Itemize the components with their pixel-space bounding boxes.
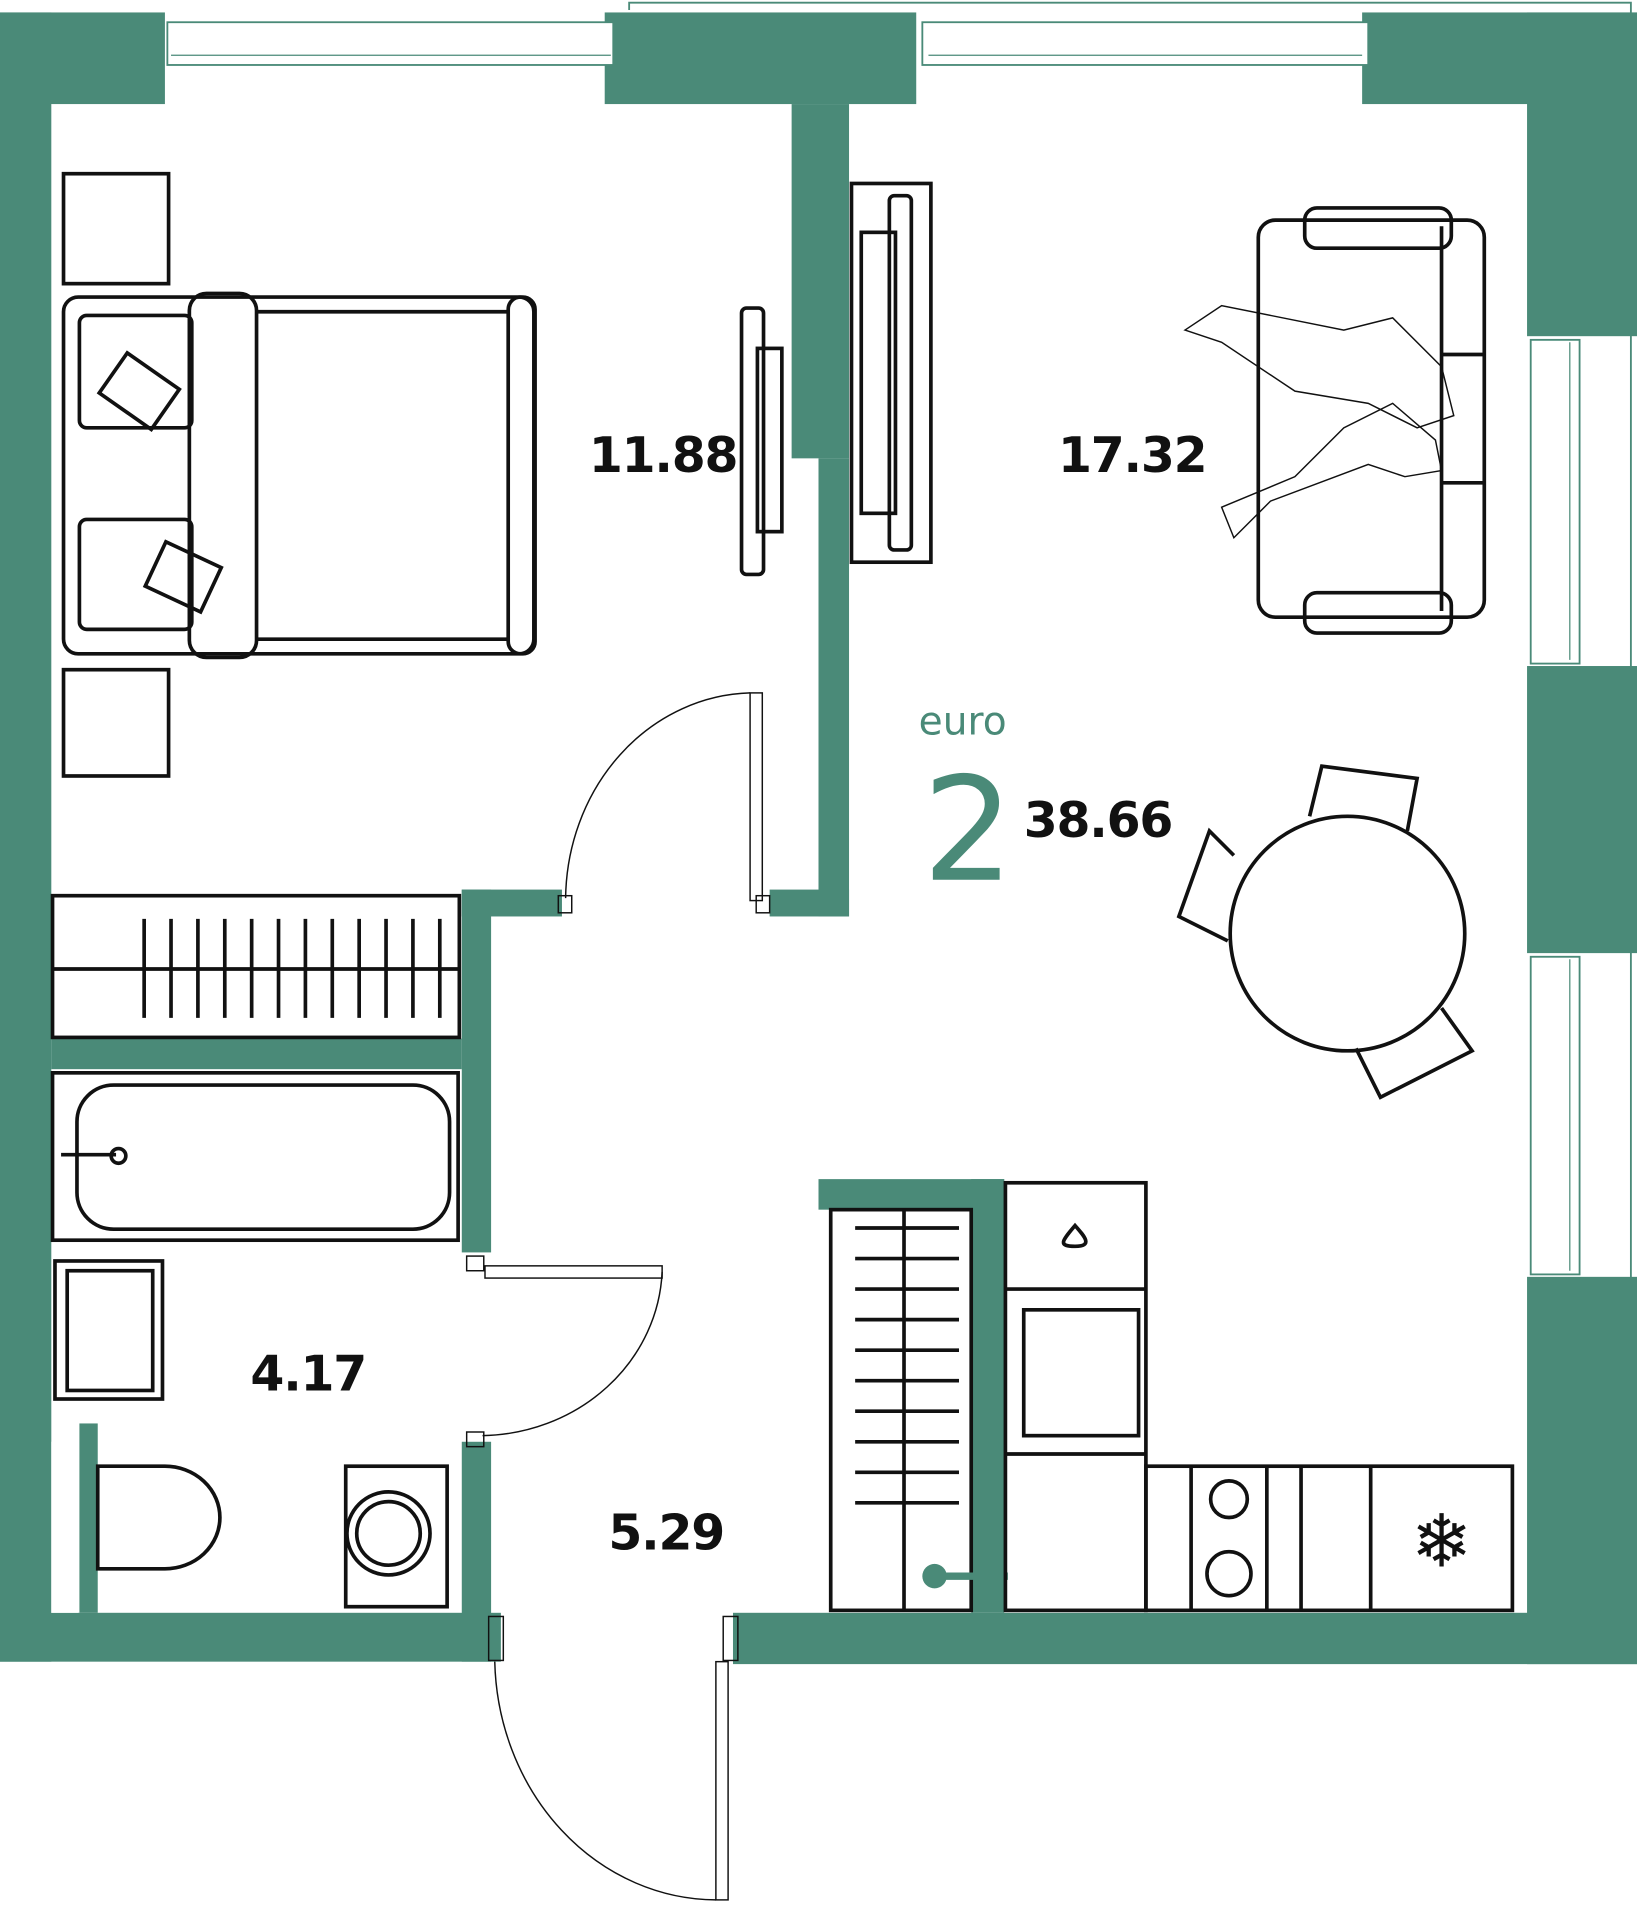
bedroom-area: 11.88 (589, 427, 737, 484)
bed (61, 171, 537, 778)
windows (166, 1, 1632, 1516)
kitchen: ❄ (828, 1180, 1515, 1613)
total-area: 38.66 (1024, 792, 1172, 849)
snowflake-icon: ❄ (1411, 1499, 1472, 1584)
doors (465, 692, 771, 1901)
apartment-type-label: euro (919, 699, 1007, 744)
rooms-count: 2 (922, 746, 1014, 914)
dining-table (1176, 764, 1475, 1100)
bathroom-fixtures (50, 893, 462, 1609)
bathroom-area: 4.17 (250, 1345, 366, 1402)
sofa (1183, 206, 1487, 635)
tv-stand (739, 181, 933, 577)
hallway-area: 5.29 (608, 1504, 724, 1561)
walls (0, 12, 1637, 1665)
living-area: 17.32 (1058, 427, 1206, 484)
